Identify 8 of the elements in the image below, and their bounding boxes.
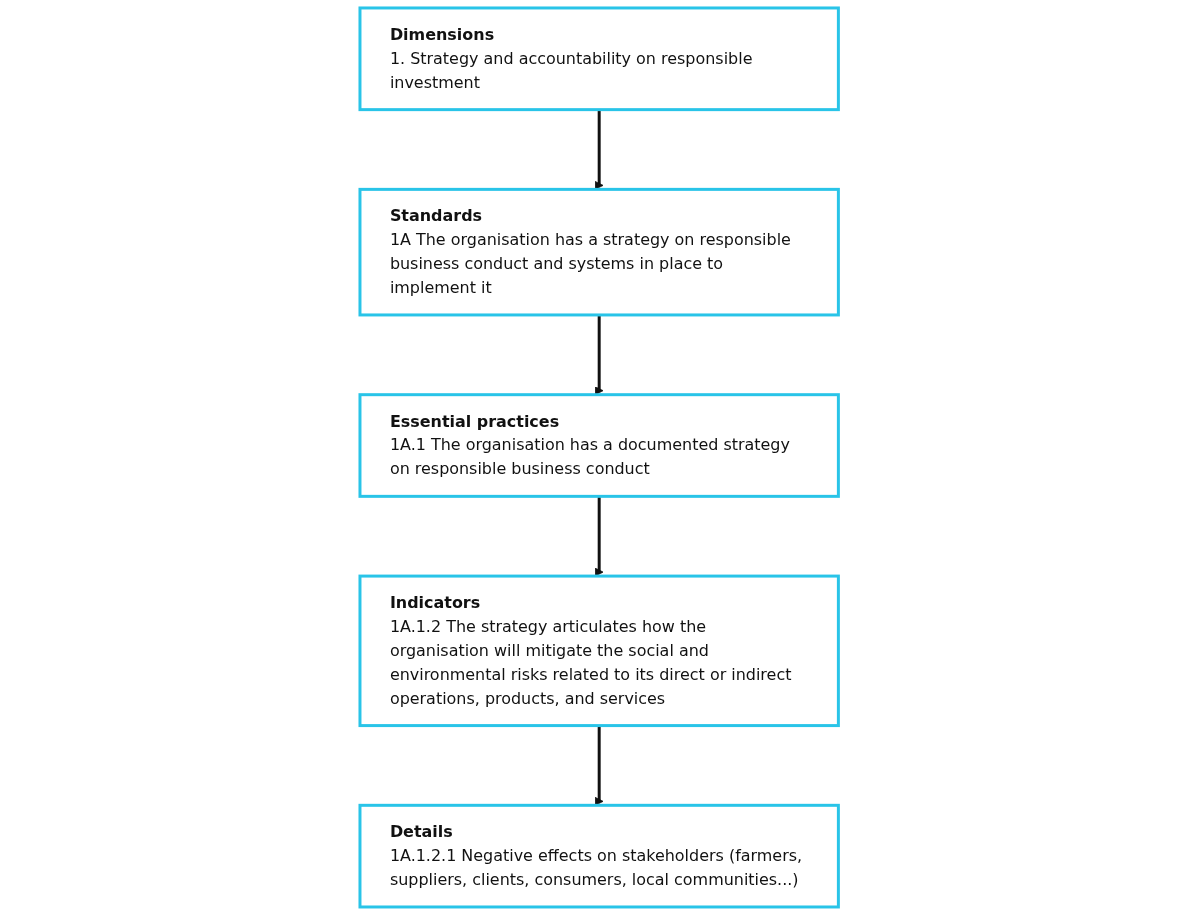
node-box: Essential practices 1A.1 The organisation has a documented strategy on responsible business conduct (358, 393, 840, 498)
node-box: Standards 1A The organisation has a strategy on responsible business conduct and systems in place to implement it (358, 187, 840, 317)
node-box: Details 1A.1.2.1 Negative effects on stakeholders (farmers, suppliers, clients, consumers, local communities...) (358, 803, 840, 909)
arrow (594, 725, 604, 806)
arrow (594, 109, 604, 190)
node-box: Dimensions 1. Strategy and accountability on responsible investment (358, 6, 840, 112)
node-box: Indicators 1A.1.2 The strategy articulates how the organisation will mitigate the social and environmental risks related to its direct or indirect operations, products, and services (358, 574, 840, 728)
arrow (594, 496, 604, 577)
